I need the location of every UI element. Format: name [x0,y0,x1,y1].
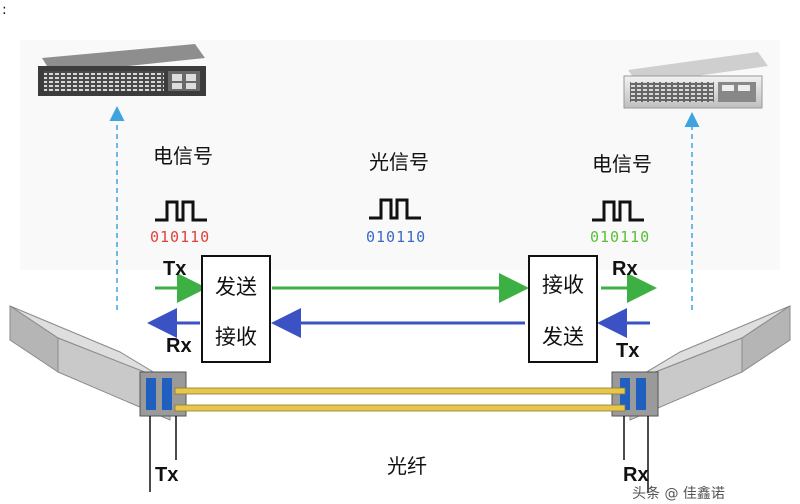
rx-label-right-top: Rx [612,258,638,280]
center-signal-label: 光信号 [369,150,429,174]
right-box-send: 发送 [542,325,584,349]
right-box-receive: 接收 [542,273,584,297]
left-switch-image [38,44,206,96]
square-wave-center [369,198,421,220]
corner-mark: : [2,2,7,18]
left-sfp-module [9,305,187,492]
left-box-send: 发送 [215,275,257,299]
bits-right: 010110 [590,228,651,246]
square-wave-left [155,200,207,222]
right-switch-image [623,52,768,109]
left-transceiver-box: 发送 接收 [201,255,271,363]
watermark: 头条 @ 佳鑫诺 [632,486,725,502]
tx-label-right-top: Tx [616,340,640,362]
tx-label-left-top: Tx [163,258,187,280]
tx-label-left-bottom: Tx [155,464,179,486]
bits-left: 010110 [150,228,211,246]
square-wave-right [592,200,644,222]
fiber-label: 光纤 [387,454,427,478]
fiber-cables [174,387,626,412]
right-transceiver-box: 接收 发送 [528,255,598,363]
bits-center: 010110 [366,228,427,246]
left-signal-label: 电信号 [153,144,213,168]
rx-label-right-bottom: Rx [623,464,649,486]
right-signal-label: 电信号 [592,152,652,176]
left-box-receive: 接收 [215,325,257,349]
rx-label-left-top: Rx [166,335,192,357]
